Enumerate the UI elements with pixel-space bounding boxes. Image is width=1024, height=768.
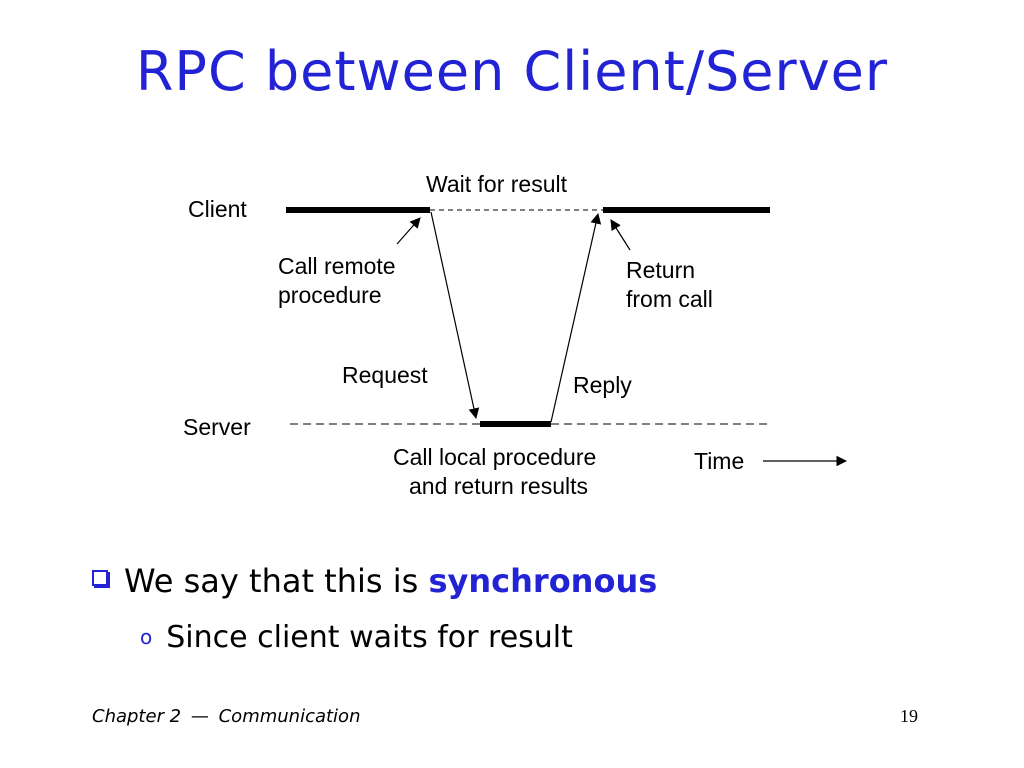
request-label: Request	[342, 362, 428, 388]
request-arrow	[430, 211, 480, 420]
return-label-line2: from call	[626, 286, 713, 312]
footer-chapter: Chapter 2 — Communication	[92, 706, 360, 727]
footer-topic: Communication	[218, 706, 361, 727]
bullet-sub: o Since client waits for result	[140, 620, 573, 655]
square-bullet-icon	[92, 570, 108, 586]
call-local-label-line1: Call local procedure	[393, 444, 596, 470]
slide-title: RPC between Client/Server	[135, 40, 889, 103]
bullet-sub-text: Since client waits for result	[166, 620, 573, 655]
return-label-line1: Return	[626, 257, 695, 283]
bullet-main-emphasis: synchronous	[428, 562, 658, 600]
call-remote-label-line1: Call remote	[278, 253, 396, 279]
page-number: 19	[900, 706, 918, 726]
footer-separator: —	[190, 706, 209, 727]
time-label: Time	[694, 448, 744, 474]
reply-label: Reply	[573, 372, 632, 398]
return-pointer-arrow	[610, 219, 631, 251]
footer-chapter-label: Chapter 2	[92, 706, 182, 727]
call-remote-label-line2: procedure	[278, 282, 382, 308]
server-label: Server	[183, 414, 251, 440]
call-local-label-line2: and return results	[409, 473, 588, 499]
bullet-main: We say that this is synchronous	[92, 562, 657, 600]
client-label: Client	[188, 196, 247, 222]
bullet-main-text: We say that this is	[124, 562, 429, 600]
call-remote-pointer-arrow	[396, 217, 421, 245]
wait-for-result-label: Wait for result	[426, 171, 568, 197]
reply-arrow	[550, 212, 602, 423]
sub-bullet-marker: o	[140, 625, 153, 649]
